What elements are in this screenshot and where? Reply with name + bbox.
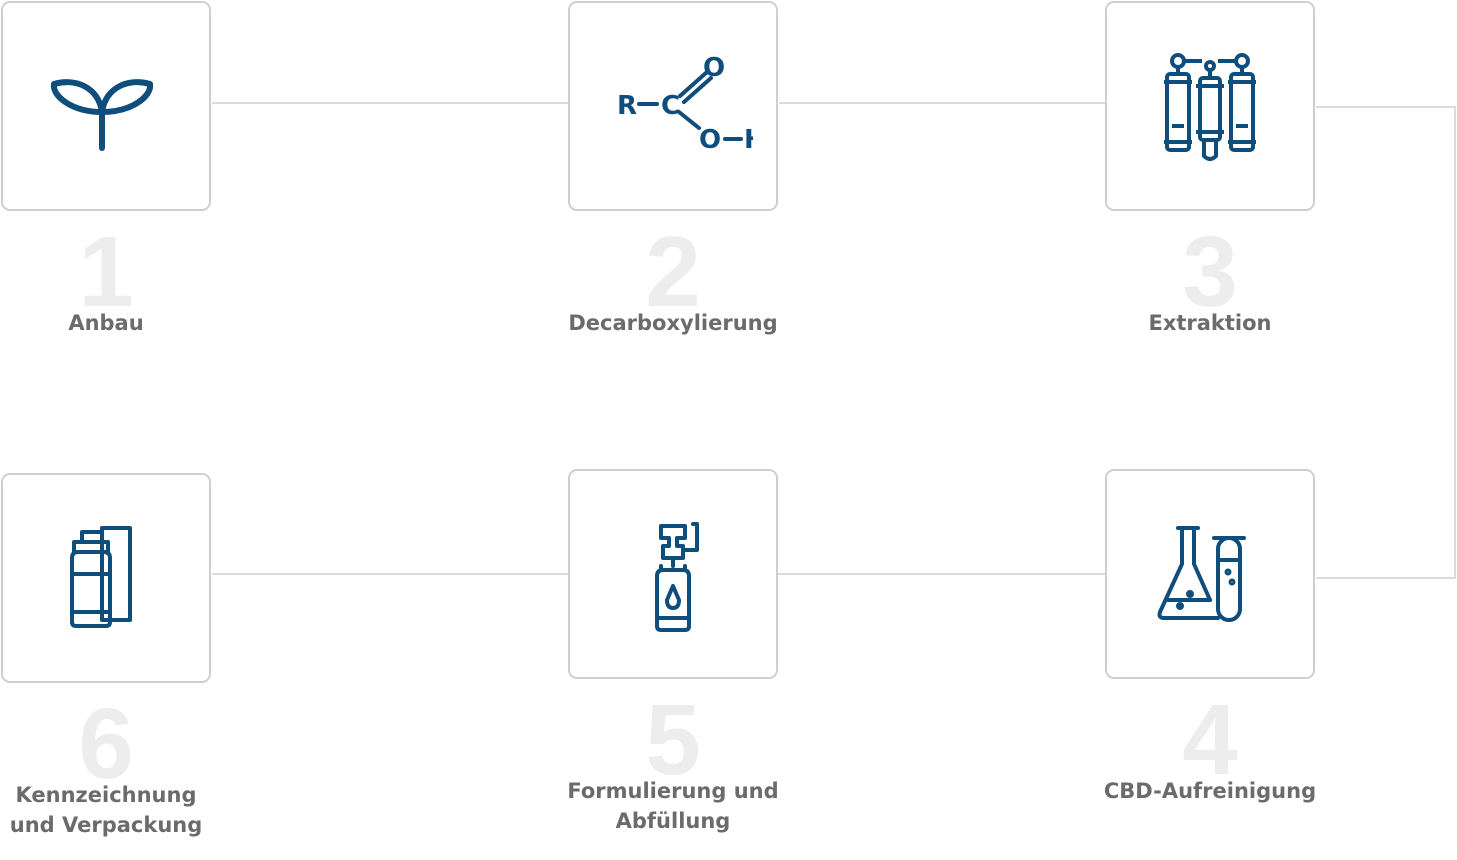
step-6-label-line-2: und Verpackung [9,813,203,837]
step-2-label: Decarboxylierung [568,311,778,335]
step-4-icon-box [1105,469,1315,679]
step-3-number: 3 [1182,216,1238,328]
formula-c: C [661,91,680,121]
step-5-icon-box [568,469,778,679]
connector-3-4 [1316,106,1456,579]
formula-o: O [699,125,721,155]
step-5-label: Formulierung und Abfüllung [543,776,803,836]
step-3-icon-box [1105,1,1315,211]
step-5-number: 5 [645,684,701,796]
step-3-label: Extraktion [1148,311,1272,335]
step-1-icon-box [1,1,211,211]
step-2-icon-box: R C O O H [568,1,778,211]
formula-r: R [617,91,637,121]
sprout-icon [50,79,154,151]
lab-flask-icon [1157,526,1246,622]
extraction-columns-icon [1164,53,1256,161]
step-6-label-line-1: Kennzeichnung [15,783,197,807]
formula-o-top: O [703,53,725,83]
step-5-label-line-2: Abfüllung [615,809,731,833]
formula-h: H [744,125,753,155]
step-4-label: CBD-Aufreinigung [1103,779,1317,803]
filling-bottle-icon [655,522,699,632]
carboxyl-formula-icon: R C O O H [617,53,753,155]
step-2-number: 2 [645,216,701,328]
step-6-label: Kennzeichnung und Verpackung [0,780,236,840]
step-1-number: 1 [78,216,134,328]
step-6-icon-box [1,473,211,683]
step-4-number: 4 [1182,684,1238,796]
packaging-icon [70,526,132,628]
step-6-number: 6 [78,688,134,800]
step-5-label-line-1: Formulierung und [567,779,779,803]
step-1-label: Anbau [68,311,144,335]
